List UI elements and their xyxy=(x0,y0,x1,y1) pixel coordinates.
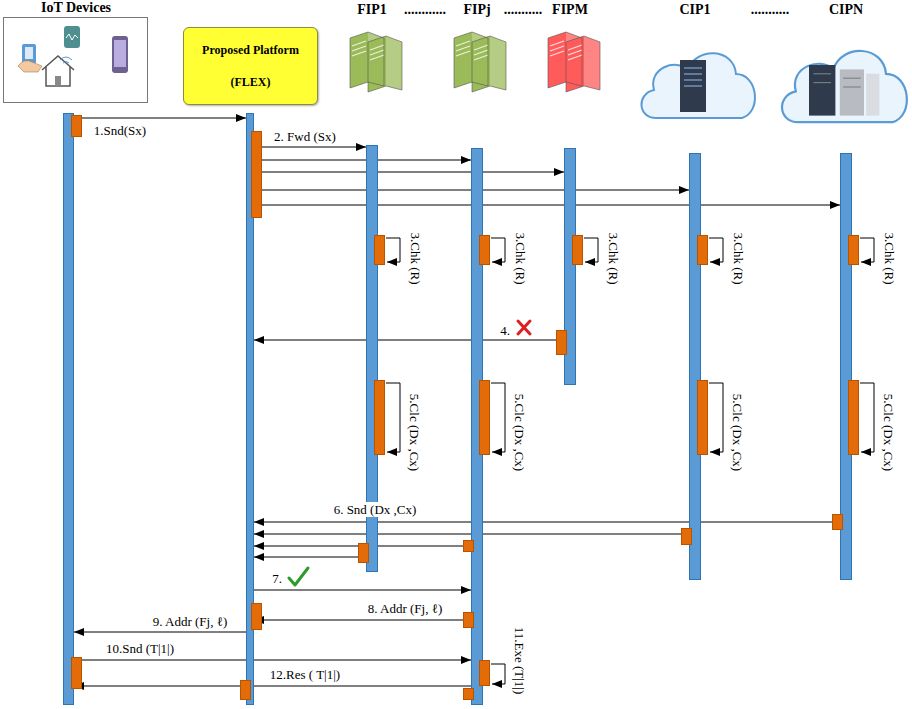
message-label: 10.Snd (T|1|) xyxy=(104,641,176,656)
message-arrow xyxy=(74,632,246,633)
participant-name: FIPj xyxy=(445,2,509,18)
participant-name: CIPN xyxy=(814,2,878,18)
message-label: 6. Snd (Dx ,Cx) xyxy=(332,502,419,517)
platform-box: Proposed Platform (FLEX) xyxy=(183,27,318,105)
participant-cloud: CIP1 xyxy=(663,0,727,580)
accept-mark xyxy=(289,568,308,585)
activation-box xyxy=(463,612,474,628)
message-arrow xyxy=(74,118,246,119)
message-arrow xyxy=(254,557,366,558)
activation-box xyxy=(463,540,474,552)
activation-box xyxy=(848,380,859,455)
message-arrow xyxy=(74,660,471,661)
message-label: 8. Addr (Fj, ℓ) xyxy=(366,601,444,616)
activation-box xyxy=(832,514,843,530)
message-arrow xyxy=(74,686,471,687)
ellipsis-label: ........... xyxy=(504,2,543,18)
message-arrow xyxy=(860,383,874,452)
activation-box xyxy=(374,235,385,265)
message-label: 5.Clc (Dx ,Cx) xyxy=(512,391,527,472)
activation-box xyxy=(479,660,490,686)
message-label: 3.Chk (R) xyxy=(605,230,620,286)
message-arrow xyxy=(254,522,840,523)
iot-icons xyxy=(18,26,128,86)
activation-box xyxy=(556,330,567,355)
message-arrow xyxy=(254,205,840,206)
message-label: 3.Chk (R) xyxy=(881,230,896,286)
message-label: 5.Clc (Dx ,Cx) xyxy=(881,391,896,472)
lifeline-bar xyxy=(63,113,74,705)
message-label: 3.Chk (R) xyxy=(407,230,422,286)
participant-name: IoT Devices xyxy=(3,0,149,16)
activation-box xyxy=(240,680,251,700)
message-label: 2. Fwd (Sx) xyxy=(272,129,338,144)
message-label: 11.Exe (T|1|) xyxy=(512,624,527,696)
message-arrow xyxy=(254,160,471,161)
message-arrow xyxy=(254,590,471,591)
message-label: 4. xyxy=(498,323,512,338)
message-arrow xyxy=(491,238,505,262)
activation-box xyxy=(572,235,583,265)
message-arrow xyxy=(254,620,471,621)
activation-box xyxy=(374,380,385,455)
message-label: 5.Clc (Dx ,Cx) xyxy=(730,391,745,472)
message-label: 1.Snd(Sx) xyxy=(92,123,148,138)
device-panel xyxy=(3,17,148,103)
activation-box xyxy=(479,235,490,265)
message-arrow xyxy=(709,238,723,262)
platform-name: Proposed Platform (FLEX) xyxy=(194,34,308,98)
message-label: 12.Res ( T|1|) xyxy=(268,667,342,682)
participant-name: CIP1 xyxy=(663,2,727,18)
participant-fog: FIPj xyxy=(445,0,509,705)
message-arrow xyxy=(386,383,400,452)
activation-box xyxy=(697,380,708,455)
reject-mark xyxy=(518,321,530,334)
activation-box xyxy=(71,657,82,689)
ellipsis-label: ............ xyxy=(404,2,446,18)
message-arrow xyxy=(584,238,598,262)
message-label: 5.Clc (Dx ,Cx) xyxy=(407,391,422,472)
activation-box xyxy=(358,543,369,563)
message-arrow xyxy=(254,147,366,148)
activation-box xyxy=(848,235,859,265)
message-arrow xyxy=(709,383,723,452)
ellipsis-label: ........... xyxy=(751,2,790,18)
participant-name: FIP1 xyxy=(340,2,404,18)
participant-fog: FIP1 xyxy=(340,0,404,572)
participant-cloud: CIPN xyxy=(814,0,878,580)
participant-iot: IoT Devices xyxy=(3,0,149,705)
message-arrow xyxy=(860,238,874,262)
message-arrow xyxy=(254,340,564,341)
activation-box xyxy=(479,380,490,455)
message-arrow xyxy=(491,664,505,684)
message-label: 7. xyxy=(270,571,284,586)
message-arrow xyxy=(491,383,505,452)
message-arrow xyxy=(386,238,400,262)
activation-box xyxy=(71,115,82,137)
participant-fog: FIPM xyxy=(538,0,602,385)
lifeline-bar xyxy=(689,153,701,580)
activation-box xyxy=(681,528,692,545)
activation-box xyxy=(251,603,262,630)
message-label: 3.Chk (R) xyxy=(512,230,527,286)
message-label: 9. Addr (Fj, ℓ) xyxy=(151,614,229,629)
message-label: 3.Chk (R) xyxy=(730,230,745,286)
participant-name: FIPM xyxy=(538,2,602,18)
activation-box xyxy=(463,688,474,700)
activation-box xyxy=(697,235,708,265)
message-arrow xyxy=(254,172,564,173)
activation-box xyxy=(251,131,262,218)
